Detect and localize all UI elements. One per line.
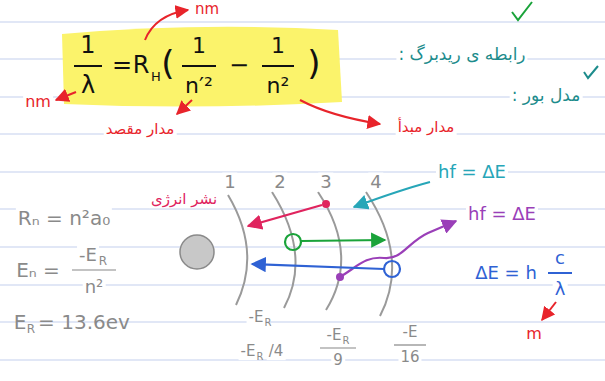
orbit-note: مدار مبدأ: [396, 120, 457, 136]
heading-note: رابطه ی ریدبرگ :: [396, 46, 527, 64]
check-mark: [512, 2, 532, 20]
energy-formula: -E: [77, 246, 99, 265]
heading-note: مدل بور :: [510, 87, 583, 105]
rydberg-energy: = 13.6ev: [36, 312, 132, 333]
fraction-bar: [548, 272, 572, 274]
highlight: [62, 27, 342, 107]
orbit-energy: /4: [267, 344, 286, 360]
ruled-lines: [0, 22, 605, 360]
formula-term: n′²: [183, 74, 215, 97]
formula-term: 1: [269, 34, 287, 57]
rydberg-energy: E: [12, 312, 29, 333]
formula-subscript: R: [263, 318, 274, 329]
electron-ring: [384, 261, 400, 277]
orbits: [228, 192, 392, 316]
formula-term: R: [131, 53, 152, 78]
orbit-note: مدار مقصد: [104, 122, 177, 138]
electron-dot: [322, 200, 330, 208]
orbit-number: 2: [272, 173, 287, 192]
orbit-number: 3: [318, 173, 333, 192]
electron-ring: [285, 234, 301, 250]
formula-term: 1: [78, 33, 97, 58]
fraction-bars: [74, 65, 294, 67]
radius-formula: Rₙ = n²a₀: [16, 208, 112, 229]
formula-term: n²: [265, 74, 292, 97]
orbit-energy: -E: [239, 344, 258, 360]
photon-energy: hf = ΔE: [466, 205, 538, 224]
formula-subscript: R: [255, 352, 266, 363]
nucleus: [180, 235, 214, 269]
orbit-number: 1: [222, 173, 237, 192]
red-leaders: [56, 10, 556, 320]
formula-subscript: R: [25, 323, 37, 336]
orbit-energy: -E: [247, 310, 266, 326]
unit-note: nm: [193, 2, 221, 18]
formula-term: (: [159, 46, 176, 82]
formula-subscript: R: [97, 255, 109, 268]
energy-formula: n²: [83, 278, 106, 297]
formula-term: λ: [79, 73, 97, 98]
transition-arrow: [301, 240, 385, 241]
unit-note: nm: [23, 94, 53, 111]
fraction-bars: [72, 270, 426, 348]
orbit-number: 4: [368, 173, 383, 192]
transition-arrow: [248, 205, 322, 226]
energy-relation: ΔE = h: [473, 264, 539, 283]
energy-relation: c: [553, 249, 567, 268]
check-mark: [584, 66, 598, 78]
formula-term: =: [110, 53, 134, 78]
photon-arrow: [354, 182, 430, 207]
photon-energy: hf = ΔE: [436, 163, 508, 182]
formula-subscript: H: [149, 70, 163, 84]
formula-subscript: R: [341, 336, 352, 347]
orbit-energy: 9: [331, 353, 345, 369]
emission-note: نشر انرژی: [149, 192, 219, 208]
orbit-energy: -E: [401, 325, 420, 341]
unit-note: m: [524, 326, 544, 343]
formula-term: ): [305, 46, 322, 82]
formula-term: −: [227, 53, 251, 78]
orbit-energy: 16: [398, 350, 421, 366]
formula-term: 1: [190, 34, 208, 57]
transition-arrow: [252, 264, 384, 269]
orbit-energy: -E: [325, 328, 344, 344]
energy-formula: Eₙ =: [14, 260, 62, 281]
energy-relation: λ: [553, 280, 568, 299]
